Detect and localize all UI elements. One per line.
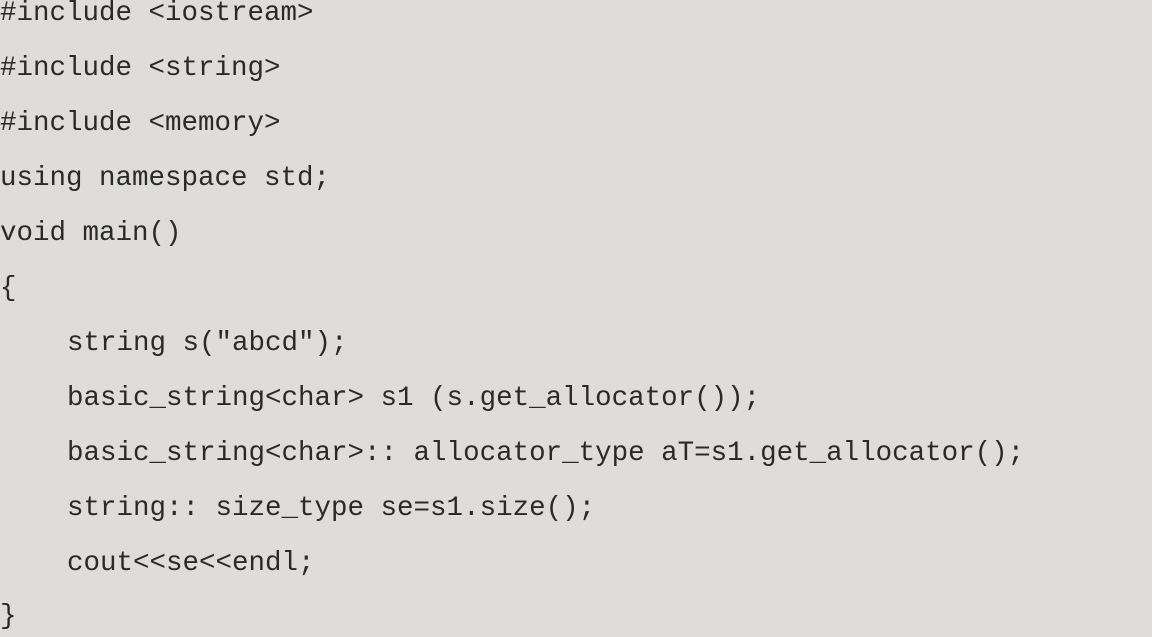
- code-line-close-brace: }: [0, 601, 17, 632]
- code-line-include-iostream: #include <iostream>: [0, 0, 314, 29]
- code-line-main-signature: void main(): [0, 218, 182, 249]
- code-line-string-decl: string s("abcd");: [67, 328, 348, 359]
- code-line-size-type: string:: size_type se=s1.size();: [67, 493, 596, 524]
- code-line-open-brace: {: [0, 273, 17, 304]
- code-line-include-memory: #include <memory>: [0, 108, 281, 139]
- code-line-using-namespace: using namespace std;: [0, 163, 331, 194]
- code-line-allocator-type: basic_string<char>:: allocator_type aT=s…: [67, 438, 1025, 469]
- code-line-include-string: #include <string>: [0, 53, 281, 84]
- code-line-cout: cout<<se<<endl;: [67, 548, 315, 579]
- code-line-basic-string-s1: basic_string<char> s1 (s.get_allocator()…: [67, 383, 761, 414]
